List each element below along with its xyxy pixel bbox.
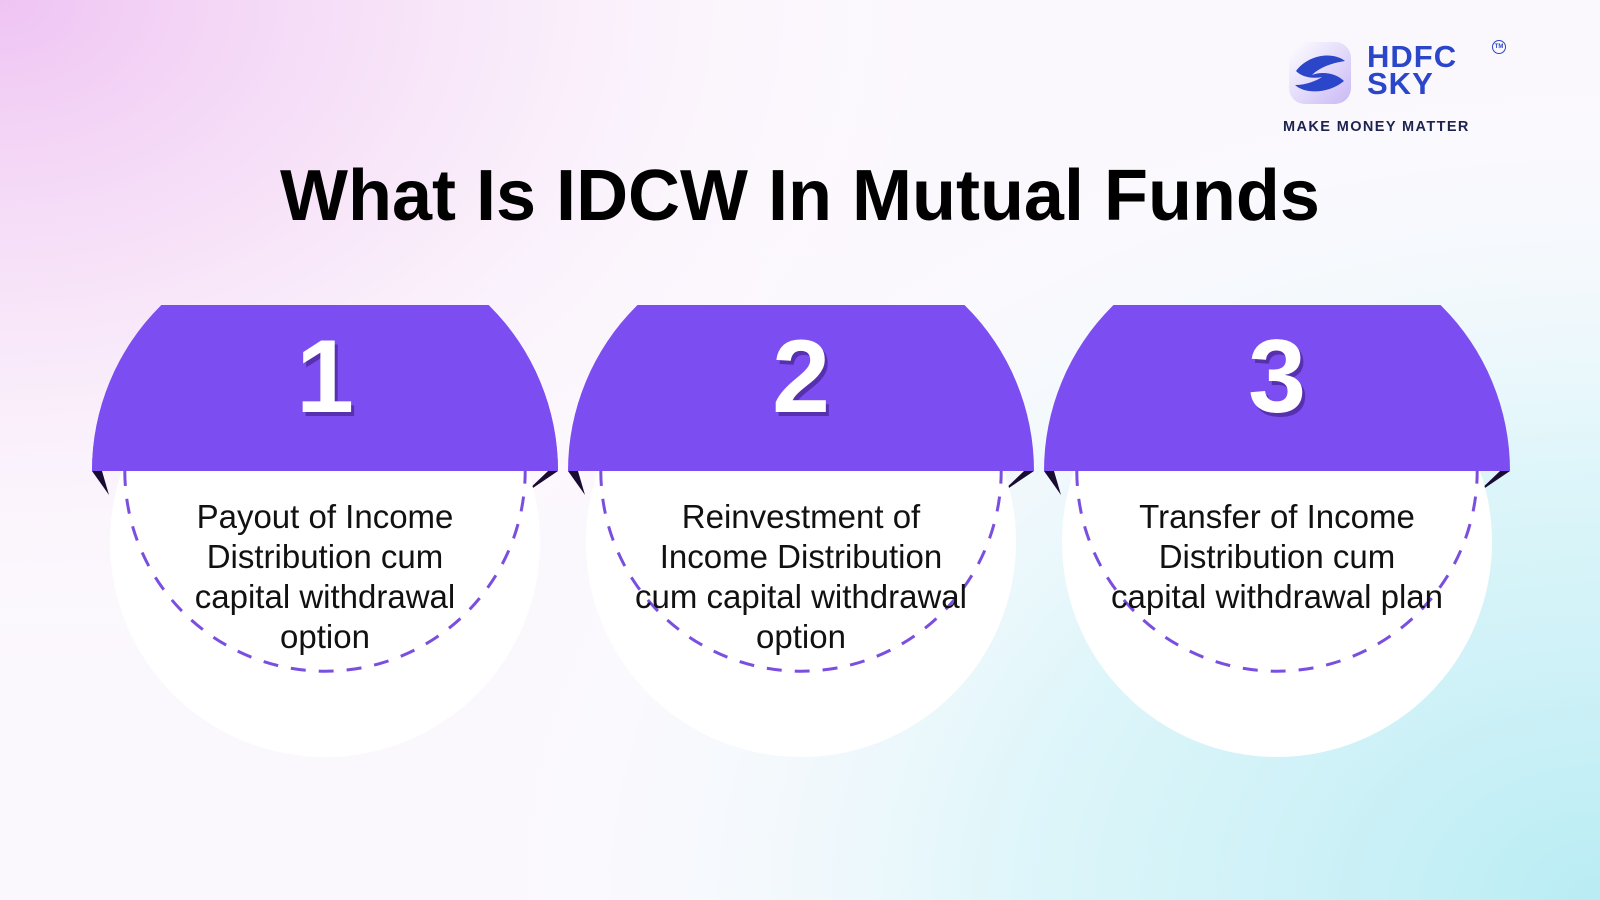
step-1: 1 Payout of Income Distribution cum capi… (90, 305, 560, 765)
trademark-symbol: TM (1492, 40, 1506, 54)
step-2-text: Reinvestment of Income Distribution cum … (635, 498, 967, 655)
step-3-text: Transfer of Income Distribution cum capi… (1110, 498, 1443, 615)
brand-tagline: MAKE MONEY MATTER (1283, 119, 1470, 135)
step-1-shape (92, 305, 558, 757)
sky-logo-icon (1289, 42, 1351, 104)
step-3: 3 Transfer of Income Distribution cum ca… (1042, 305, 1512, 765)
step-3-shape (1044, 305, 1510, 757)
brand-name: HDFC SKY (1367, 39, 1458, 101)
step-2-number: 2 (772, 319, 830, 435)
step-3-number: 3 (1248, 319, 1306, 435)
brand-name-line1: HDFC (1367, 39, 1458, 74)
step-1-text: Payout of Income Distribution cum capita… (194, 498, 456, 655)
step-2-shape (568, 305, 1034, 757)
brand-logo: HDFC SKY TM MAKE MONEY MATTER (1283, 38, 1515, 148)
brand-name-line2: SKY (1367, 66, 1434, 101)
page-title: What Is IDCW In Mutual Funds (280, 156, 1320, 236)
step-1-number: 1 (296, 319, 354, 435)
step-2: 2 Reinvestment of Income Distribution cu… (566, 305, 1036, 765)
